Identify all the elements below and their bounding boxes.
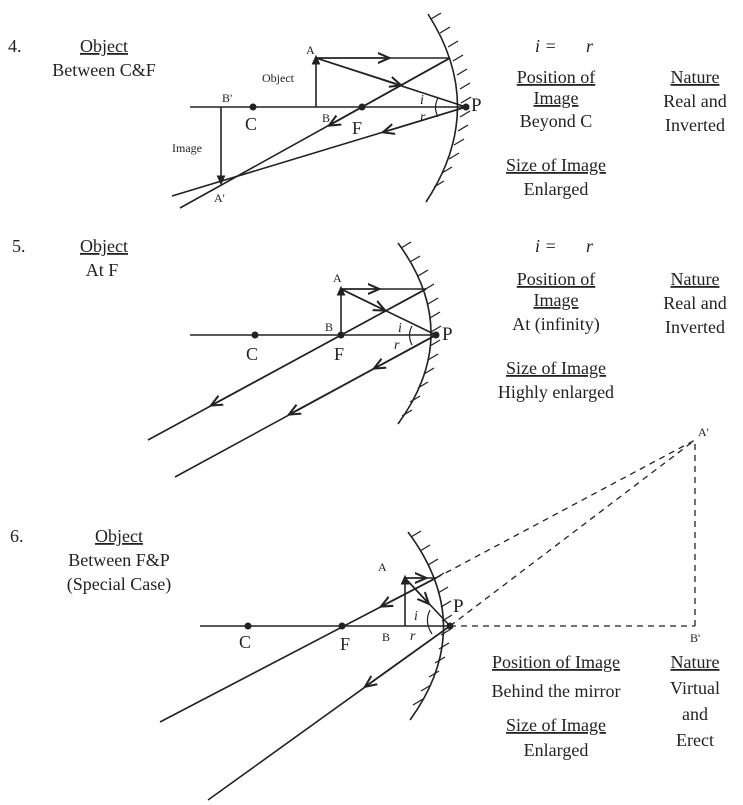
- case-6-virtual-extension-1: [435, 439, 696, 579]
- case-5-position-value: At (infinity): [512, 314, 600, 335]
- case-6-label-a: A: [378, 560, 387, 574]
- case-4-label-i: i: [420, 93, 424, 108]
- case-5-diagram: 5. Object At F A B C F P i r i = r Posit…: [12, 236, 727, 478]
- case-4-label-r: r: [420, 110, 426, 125]
- case-6-nature-heading: Nature: [671, 652, 720, 672]
- case-6-diagram: 6. Object Between F&P (Special Case) A B…: [10, 425, 720, 801]
- case-6-label-i: i: [414, 609, 418, 624]
- case-4-angle-eq-right: r: [586, 36, 594, 56]
- case-5-mirror: [397, 242, 432, 425]
- case-5-angle-eq-right: r: [586, 236, 594, 256]
- case-5-nature-line-2: Inverted: [665, 317, 725, 337]
- case-5-label-f: F: [334, 344, 344, 364]
- case-4-point-c: [249, 103, 257, 111]
- case-6-object-position: Between F&P: [68, 550, 170, 570]
- case-5-mirror-hatching: [400, 241, 442, 417]
- case-4-position-heading-1: Position of: [517, 67, 596, 87]
- case-6-object-note: (Special Case): [67, 574, 171, 595]
- case-6-nature-line-1: Virtual: [670, 678, 720, 698]
- case-5-number: 5.: [12, 236, 26, 256]
- case-5-label-a: A: [333, 271, 342, 285]
- case-4-label-object: Object: [262, 71, 295, 85]
- case-5-angle-eq-left: i =: [535, 236, 557, 256]
- case-6-label-p: P: [453, 596, 464, 617]
- case-6-virtual-extension-2: [449, 439, 696, 627]
- case-5-nature-line-1: Real and: [663, 293, 726, 313]
- case-4-size-value: Enlarged: [524, 179, 589, 199]
- case-4-object-heading: Object: [80, 36, 128, 56]
- case-5-position-heading-1: Position of: [517, 269, 596, 289]
- case-6-label-r: r: [410, 629, 416, 644]
- case-4-position-value: Beyond C: [520, 111, 593, 131]
- case-5-label-r: r: [394, 338, 400, 353]
- case-6-position-value: Behind the mirror: [492, 681, 621, 701]
- case-5-nature-heading: Nature: [671, 269, 720, 289]
- case-4-label-p: P: [471, 95, 482, 116]
- case-4-number: 4.: [8, 36, 22, 56]
- case-6-object-heading: Object: [95, 526, 143, 546]
- case-4-label-a-img: A': [214, 191, 225, 205]
- case-6-label-b: B: [382, 630, 390, 644]
- case-5-size-heading: Size of Image: [506, 358, 606, 378]
- case-4-label-b-img: B': [222, 91, 232, 105]
- case-4-label-f: F: [352, 118, 362, 138]
- case-4-nature-line-1: Real and: [663, 91, 726, 111]
- case-4-object-position: Between C&F: [52, 60, 156, 80]
- case-4-size-heading: Size of Image: [506, 155, 606, 175]
- case-4-angle-eq-left: i =: [535, 36, 557, 56]
- case-4-position-heading-2: Image: [534, 88, 579, 108]
- case-5-point-c: [251, 331, 259, 339]
- case-4-diagram: 4. Object Between C&F A Object B' B C F …: [8, 12, 727, 209]
- case-4-nature-line-2: Inverted: [665, 115, 725, 135]
- case-4-label-a: A: [306, 43, 315, 57]
- case-4-mirror-hatching: [430, 12, 472, 188]
- case-6-mirror-hatching: [410, 530, 453, 706]
- case-6-size-heading: Size of Image: [506, 715, 606, 735]
- case-6-number: 6.: [10, 526, 24, 546]
- case-6-position-heading: Position of Image: [492, 652, 620, 672]
- case-5-object-heading: Object: [80, 236, 128, 256]
- case-5-object-position: At F: [86, 260, 119, 280]
- case-4-label-image: Image: [172, 141, 202, 155]
- case-6-label-b-img: B': [690, 631, 700, 645]
- case-6-label-c: C: [239, 632, 251, 652]
- case-5-label-c: C: [246, 344, 258, 364]
- case-6-point-c: [244, 622, 252, 630]
- case-4-label-c: C: [245, 114, 257, 134]
- case-4-label-b: B: [322, 111, 330, 125]
- case-6-label-a-img: A': [698, 425, 709, 439]
- case-5-label-p: P: [442, 324, 453, 345]
- case-6-nature-line-2: and: [682, 704, 708, 724]
- case-4-nature-heading: Nature: [671, 67, 720, 87]
- case-5-position-heading-2: Image: [534, 290, 579, 310]
- case-5-size-value: Highly enlarged: [498, 382, 614, 402]
- case-6-nature-line-3: Erect: [676, 730, 714, 750]
- case-5-label-i: i: [398, 321, 402, 336]
- case-5-label-b: B: [325, 320, 333, 334]
- case-6-label-f: F: [340, 634, 350, 654]
- case-4-mirror: [425, 13, 459, 203]
- case-6-size-value: Enlarged: [524, 740, 589, 760]
